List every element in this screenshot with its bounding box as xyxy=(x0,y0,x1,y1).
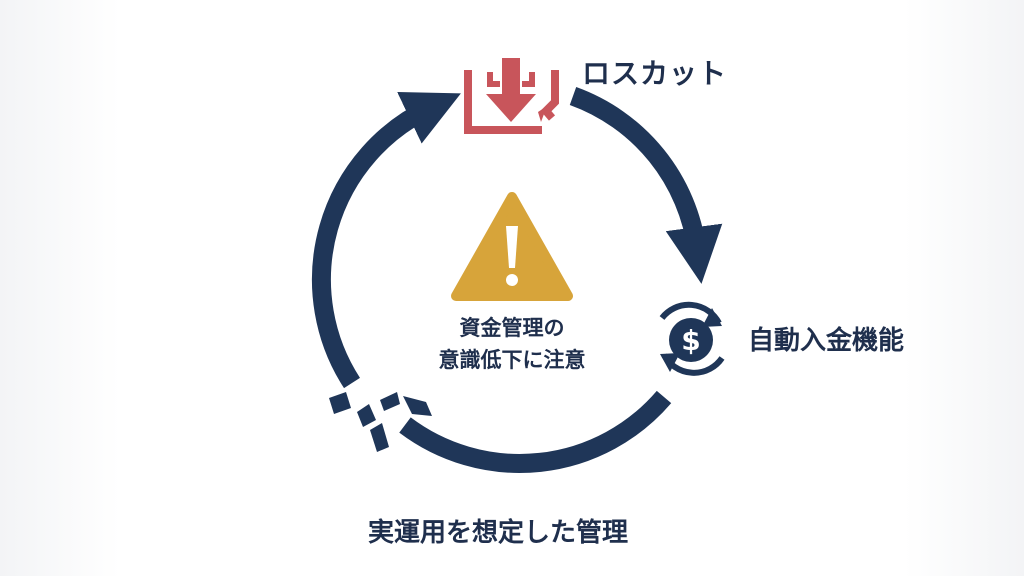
losscut-label: ロスカット xyxy=(582,57,728,90)
auto-deposit-label: 自動入金機能 xyxy=(748,326,905,356)
warning-text-line-1: 資金管理の xyxy=(459,316,565,340)
warning-text-line-2: 意識低下に注意 xyxy=(438,348,586,372)
cycle-arrow-bottom xyxy=(399,390,672,473)
cycle-arrow-top-right xyxy=(569,87,723,284)
svg-text:$: $ xyxy=(681,324,700,357)
realistic-management-label: 実運用を想定した管理 xyxy=(368,518,629,548)
cycle-arrow-left xyxy=(311,92,461,389)
warning-triangle-icon xyxy=(451,192,573,301)
warning-text: 資金管理の 意識低下に注意 xyxy=(400,312,624,376)
dollar-refresh-icon: $ xyxy=(659,301,725,376)
broken-download-tray-icon xyxy=(464,58,559,134)
broken-cycle-icon xyxy=(329,392,432,452)
